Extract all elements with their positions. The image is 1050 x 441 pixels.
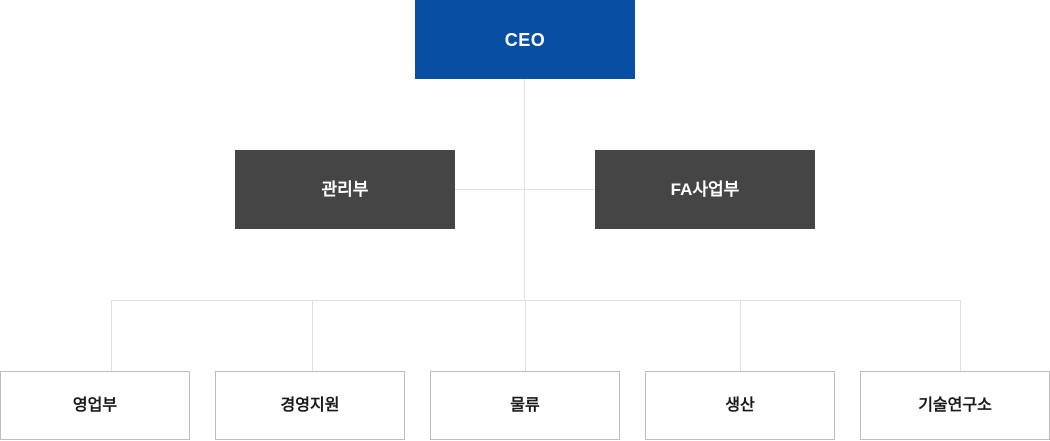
org-node-team-sales: 영업부 bbox=[0, 371, 190, 440]
connector-drop-team-management-support bbox=[312, 300, 313, 371]
connector-drop-team-sales bbox=[111, 300, 112, 371]
org-node-dept-fa-business-label: FA사업부 bbox=[670, 180, 740, 199]
org-node-ceo-label: CEO bbox=[504, 29, 546, 50]
org-node-team-logistics: 물류 bbox=[430, 371, 620, 440]
connector-drop-team-research bbox=[960, 300, 961, 371]
org-node-team-management-support-label: 경영지원 bbox=[280, 396, 340, 414]
org-node-team-sales-label: 영업부 bbox=[72, 396, 118, 414]
org-node-ceo: CEO bbox=[415, 0, 635, 79]
org-node-dept-management-label: 관리부 bbox=[321, 180, 369, 199]
org-node-team-production: 생산 bbox=[645, 371, 835, 440]
connector-departments-horizontal bbox=[455, 189, 595, 190]
org-node-team-management-support: 경영지원 bbox=[215, 371, 405, 440]
org-node-team-logistics-label: 물류 bbox=[510, 396, 540, 414]
org-node-team-tech-research-label: 기술연구소 bbox=[918, 396, 992, 414]
org-node-dept-management: 관리부 bbox=[235, 150, 455, 229]
connector-drop-team-production bbox=[740, 300, 741, 371]
org-node-team-tech-research: 기술연구소 bbox=[860, 371, 1050, 440]
connector-drop-team-logistics bbox=[525, 300, 526, 371]
connector-teams-horizontal bbox=[111, 300, 961, 301]
org-node-dept-fa-business: FA사업부 bbox=[595, 150, 815, 229]
org-node-team-production-label: 생산 bbox=[725, 396, 755, 414]
